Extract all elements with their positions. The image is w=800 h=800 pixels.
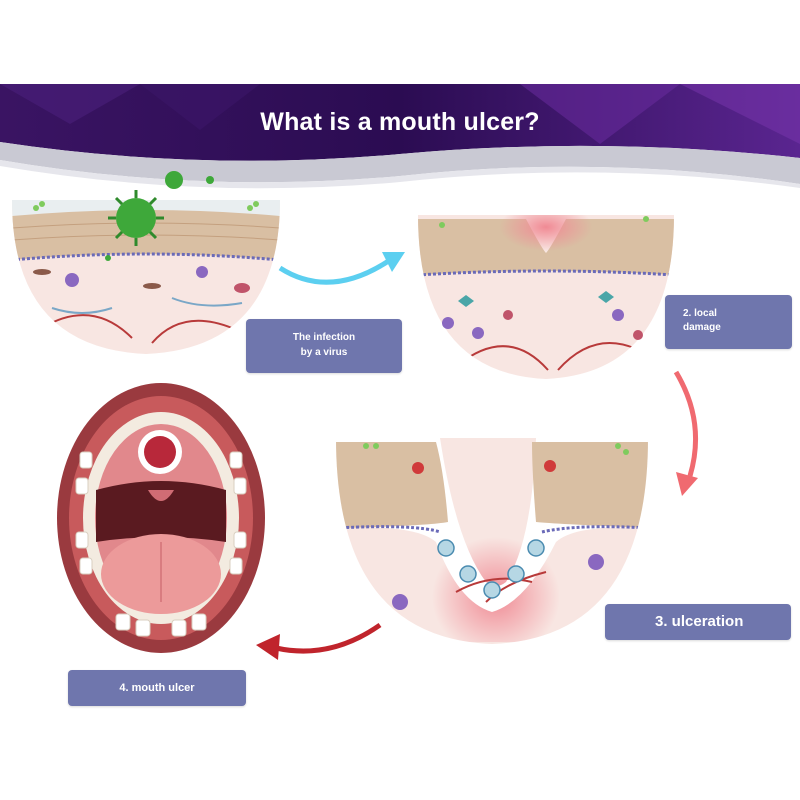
stage-local-damage-illustration <box>418 205 674 381</box>
step-4-label: 4. mouth ulcer <box>68 670 246 706</box>
open-mouth-icon <box>56 382 266 654</box>
virus-icon <box>108 190 164 246</box>
step-3-label: 3. ulceration <box>605 604 791 640</box>
step-2-label: 2. local damage <box>665 295 792 349</box>
stage-ulceration-illustration <box>336 432 648 648</box>
page-title: What is a mouth ulcer? <box>0 108 800 137</box>
step-1-label: The infection by a virus <box>246 319 402 373</box>
stage-infection-illustration <box>12 168 282 358</box>
